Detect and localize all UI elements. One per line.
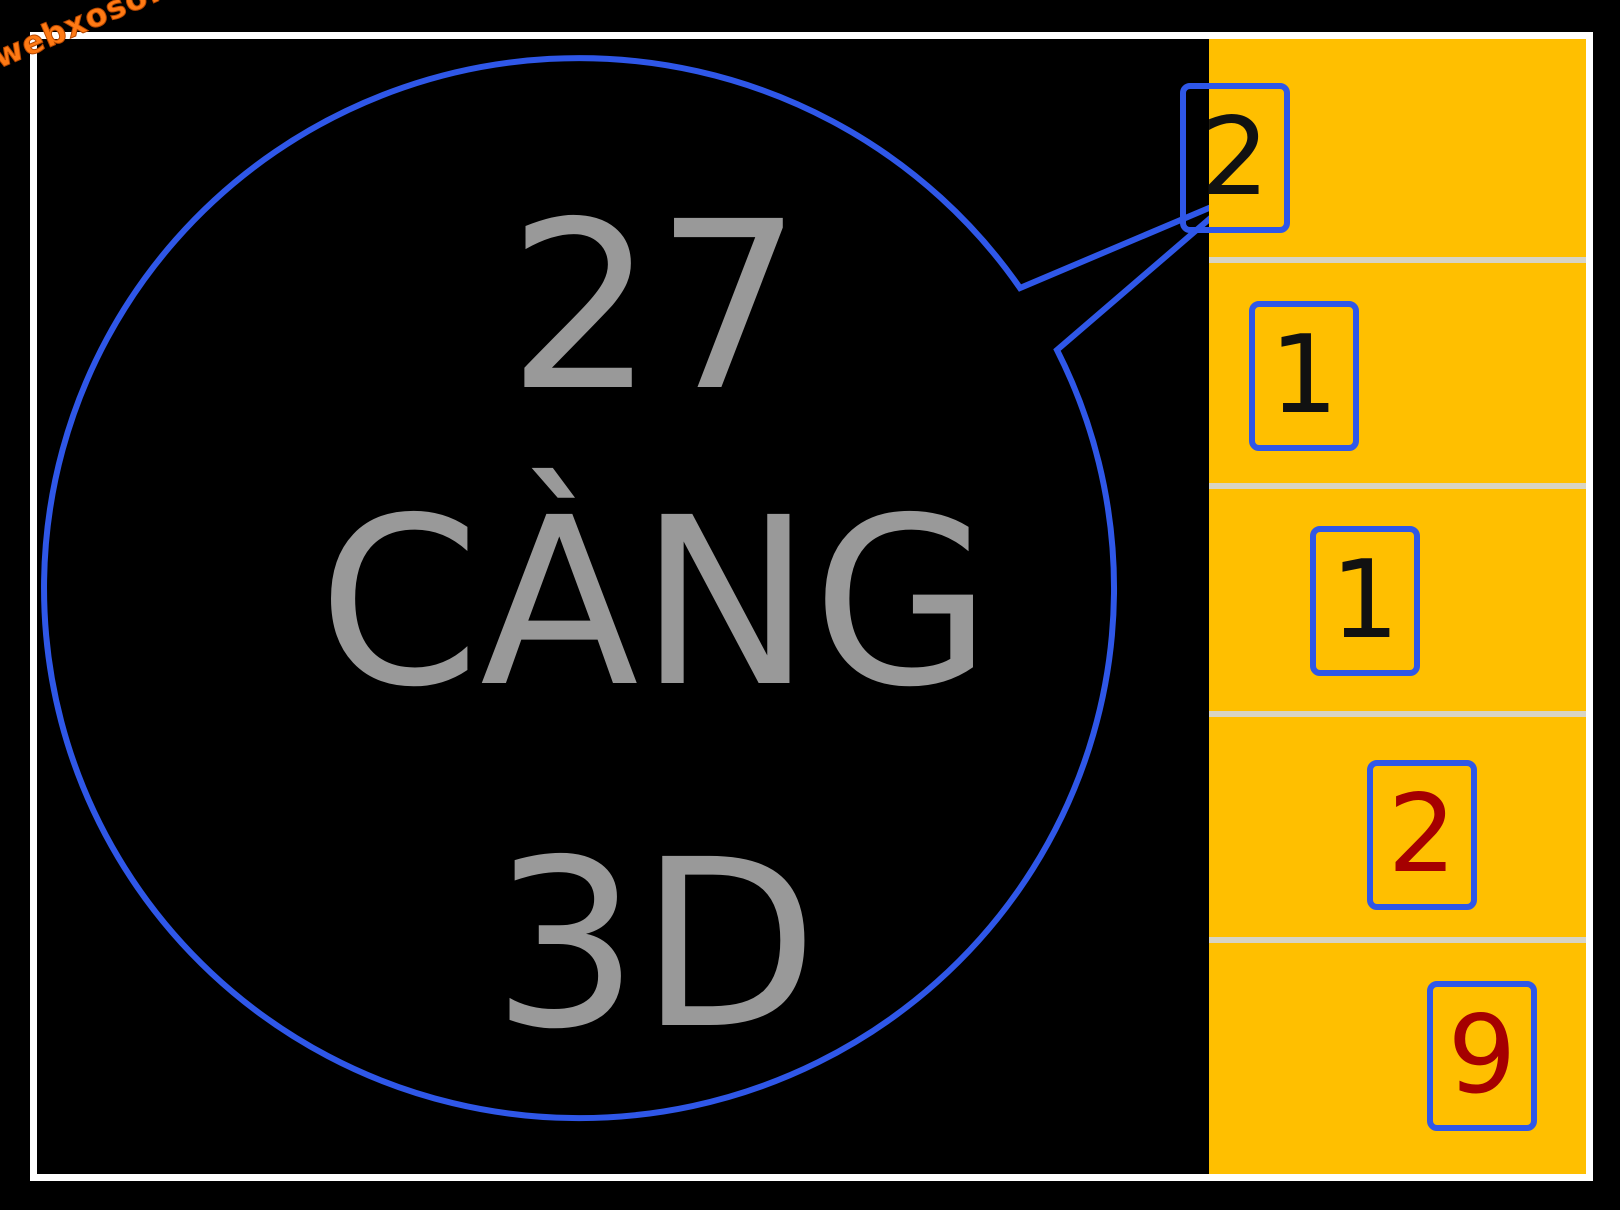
speech-bubble-outline — [41, 55, 1209, 1122]
row-divider — [1209, 937, 1586, 943]
digit-box-4: 2 — [1367, 760, 1477, 910]
row-divider — [1209, 711, 1586, 717]
digit-box-1: 2 — [1180, 83, 1290, 233]
row-divider — [1209, 483, 1586, 489]
headline-word: CÀNG — [317, 468, 993, 738]
headline-number: 27 — [507, 172, 803, 442]
digit-box-5: 9 — [1427, 981, 1537, 1131]
headline-panel — [37, 39, 1209, 1174]
row-divider — [1209, 257, 1586, 263]
headline-suffix: 3D — [491, 810, 819, 1080]
digit-box-3: 1 — [1310, 526, 1420, 676]
image-frame: 27 CÀNG 3D 2 1 1 2 9 — [30, 32, 1593, 1181]
digit-box-2: 1 — [1249, 301, 1359, 451]
